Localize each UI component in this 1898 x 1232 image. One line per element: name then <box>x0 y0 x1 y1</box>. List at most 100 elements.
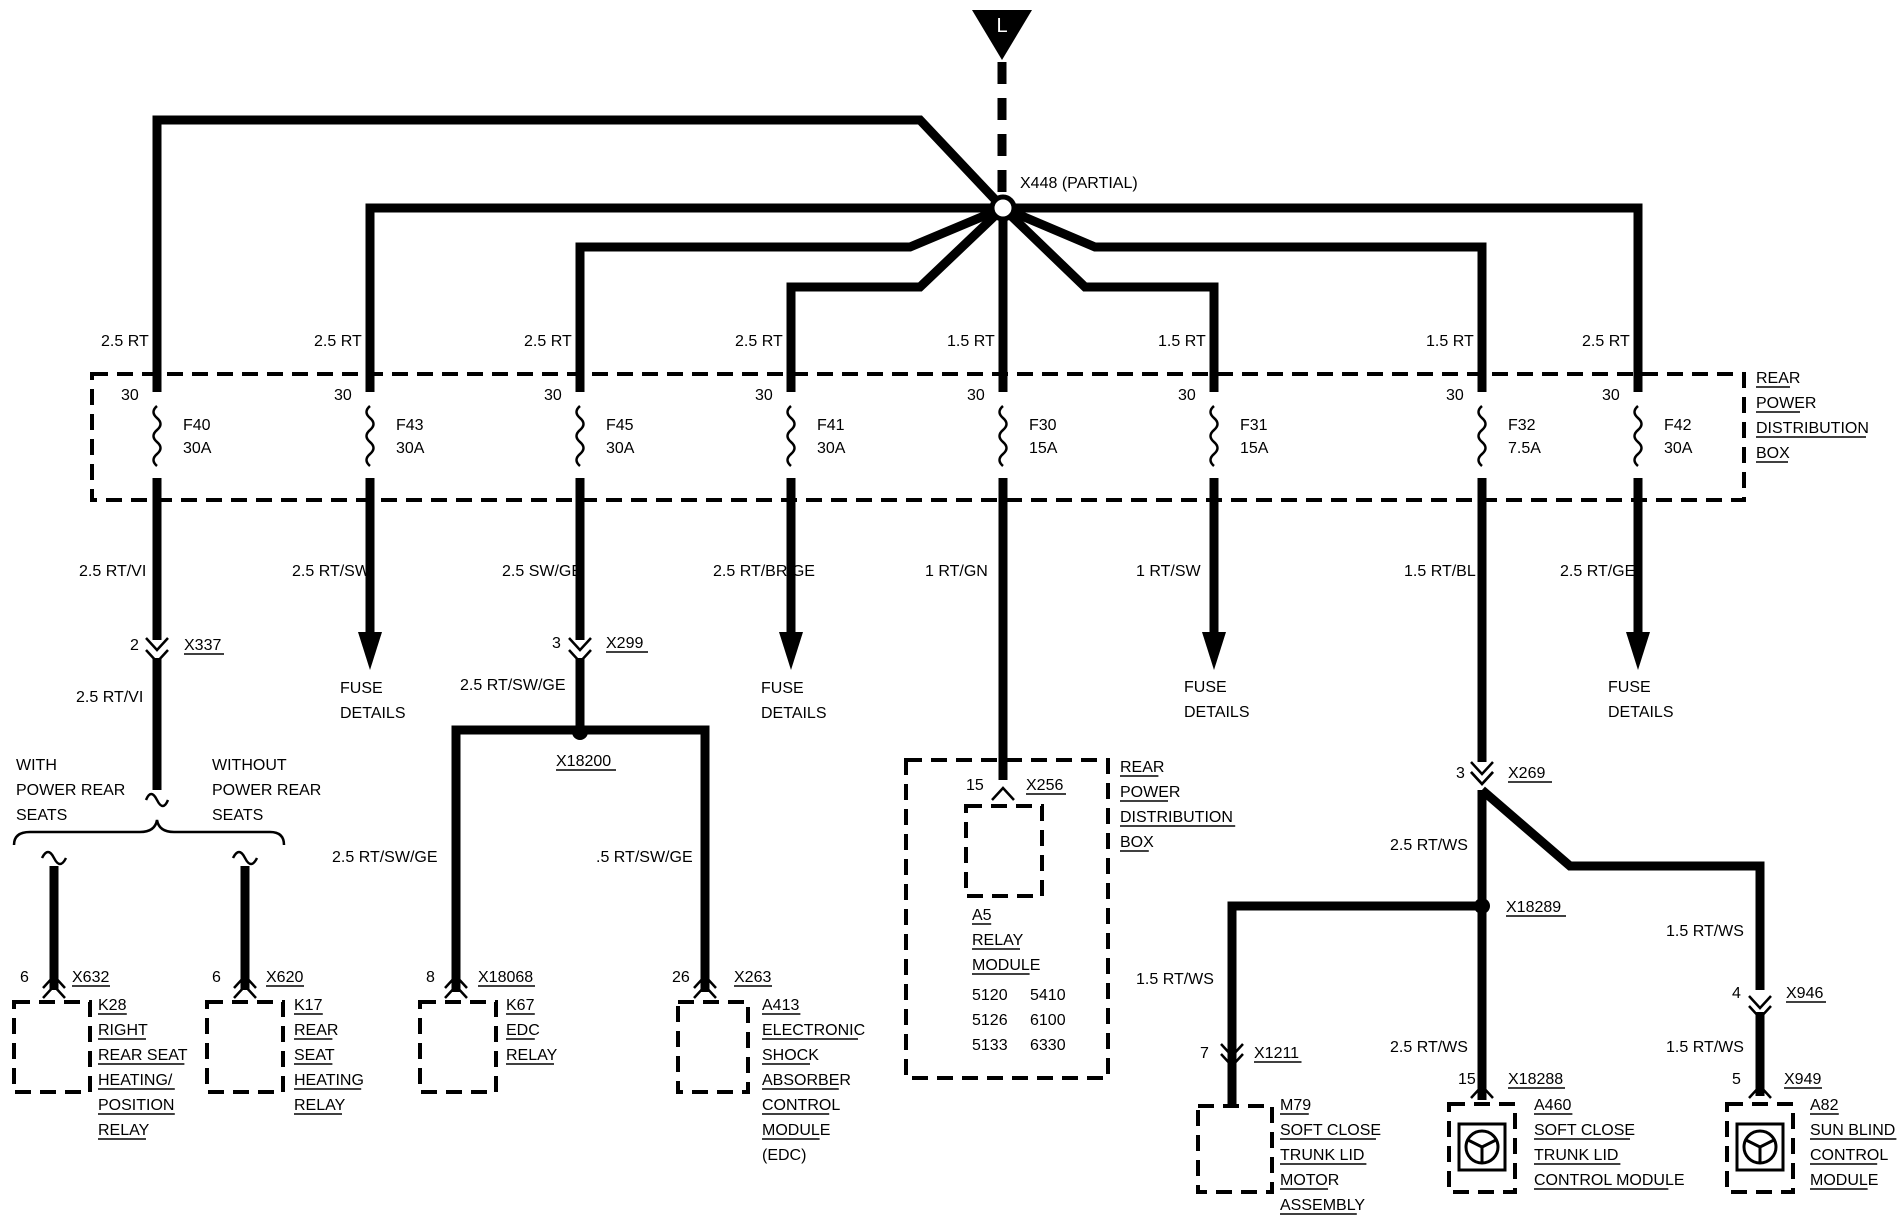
fuse-in-wire-label: 1.5 RT <box>1426 333 1474 350</box>
component-text: SUN BLIND <box>1810 1122 1895 1139</box>
component-text: POWER <box>1120 784 1180 801</box>
fuse-details-arrow <box>1202 632 1226 670</box>
fuse-out-wire-label: 2.5 RT/SW <box>292 563 371 580</box>
svg-text:POWER REAR: POWER REAR <box>16 782 125 799</box>
component-text: A82 <box>1810 1097 1839 1114</box>
component-text: A413 <box>762 997 799 1014</box>
fuse-name: F41 <box>817 417 845 434</box>
svg-text:DETAILS: DETAILS <box>761 705 827 722</box>
fuse-name: F45 <box>606 417 634 434</box>
pin-30-label: 30 <box>1602 387 1620 404</box>
code-text: 6100 <box>1030 1012 1066 1029</box>
code-text: 5410 <box>1030 987 1066 1004</box>
pin-number: 15 <box>966 777 984 794</box>
component-text: MODULE <box>1810 1172 1878 1189</box>
fuse-rating: 30A <box>1664 440 1693 457</box>
component-text: RIGHT <box>98 1022 148 1039</box>
component-text: EDC <box>506 1022 540 1039</box>
fuse-details-label: FUSE DETAILS FUSE DETAILS FUSE DETAILS F… <box>340 679 1674 722</box>
svg-text:.5 RT/SW/GE: .5 RT/SW/GE <box>596 849 693 866</box>
pin-30-label: 30 <box>755 387 773 404</box>
fuse-rating: 7.5A <box>1508 440 1541 457</box>
fuse-rating: 30A <box>396 440 425 457</box>
fuse-in-wire-label: 2.5 RT <box>524 333 572 350</box>
svg-text:BOX: BOX <box>1756 445 1790 462</box>
svg-text:DETAILS: DETAILS <box>1184 704 1250 721</box>
a82-module <box>1725 1102 1795 1194</box>
x299-pin: 3 <box>552 635 561 652</box>
fuse-name: F40 <box>183 417 211 434</box>
component-text: SOFT CLOSE <box>1280 1122 1381 1139</box>
pin-number: 7 <box>1200 1045 1209 1062</box>
fuse-name: F30 <box>1029 417 1057 434</box>
pin-number: 5 <box>1732 1071 1741 1088</box>
component-text: DISTRIBUTION <box>1120 809 1233 826</box>
svg-text:1.5 RT/WS: 1.5 RT/WS <box>1666 1039 1744 1056</box>
fuse-out-wire-label: 2.5 RT/GE <box>1560 563 1635 580</box>
component-text: BOX <box>1120 834 1154 851</box>
component-text: TRUNK LID <box>1534 1147 1618 1164</box>
fuse-in-wire-label: 2.5 RT <box>314 333 362 350</box>
svg-text:FUSE: FUSE <box>340 680 383 697</box>
seat-options-bracket: WITH POWER REAR SEATS WITHOUT POWER REAR… <box>12 757 321 846</box>
fuse-name: F42 <box>1664 417 1692 434</box>
fuse-out-wire-label: 1 RT/SW <box>1136 563 1202 580</box>
component-text: SOFT CLOSE <box>1534 1122 1635 1139</box>
source-label: L <box>996 15 1007 37</box>
fuse-symbol <box>786 405 796 467</box>
component-text: (EDC) <box>762 1147 806 1164</box>
steering-icon <box>1735 1122 1785 1172</box>
component-text: MODULE <box>762 1122 830 1139</box>
svg-text:FUSE: FUSE <box>1184 679 1227 696</box>
component-text: REAR <box>1120 759 1164 776</box>
fuse-symbol <box>575 405 585 467</box>
svg-text:2.5 RT/SW/GE: 2.5 RT/SW/GE <box>332 849 438 866</box>
steering-icon <box>1457 1122 1507 1172</box>
component-text: HEATING/ <box>98 1072 173 1089</box>
a5-outer-box <box>904 758 1110 1080</box>
upper-harness <box>152 115 1643 392</box>
code-text: 5133 <box>972 1037 1008 1054</box>
component-text: M79 <box>1280 1097 1311 1114</box>
fuse-box-outline <box>90 372 1746 502</box>
fuse-in-wire-label: 1.5 RT <box>1158 333 1206 350</box>
fuse-box-label: REAR POWER DISTRIBUTION BOX <box>1756 370 1869 463</box>
pin-number: 6 <box>212 969 221 986</box>
component-text: SHOCK <box>762 1047 819 1064</box>
svg-text:DETAILS: DETAILS <box>1608 704 1674 721</box>
code-text: 5120 <box>972 987 1008 1004</box>
a413-module <box>676 1000 750 1094</box>
a460-module <box>1447 1102 1517 1194</box>
svg-text:DISTRIBUTION: DISTRIBUTION <box>1756 420 1869 437</box>
svg-text:POWER REAR: POWER REAR <box>212 782 321 799</box>
svg-text:2.5 RT/WS: 2.5 RT/WS <box>1390 837 1468 854</box>
x337-label: X337 <box>184 637 221 654</box>
component-text: A5 <box>972 907 992 924</box>
fuse-name: F32 <box>1508 417 1536 434</box>
fuse-in-wire-label: 1.5 RT <box>947 333 995 350</box>
fuse-rating: 15A <box>1240 440 1269 457</box>
svg-text:DETAILS: DETAILS <box>340 705 406 722</box>
component-text: RELAY <box>972 932 1024 949</box>
x337-pin: 2 <box>130 637 139 654</box>
component-text: MOTOR <box>1280 1172 1339 1189</box>
x18289-splice <box>1474 898 1490 914</box>
component-text: A460 <box>1534 1097 1571 1114</box>
code-text: 5126 <box>972 1012 1008 1029</box>
component-text: MODULE <box>972 957 1040 974</box>
svg-text:2.5 RT/VI: 2.5 RT/VI <box>76 689 143 706</box>
x946-label: X946 <box>1786 985 1823 1002</box>
